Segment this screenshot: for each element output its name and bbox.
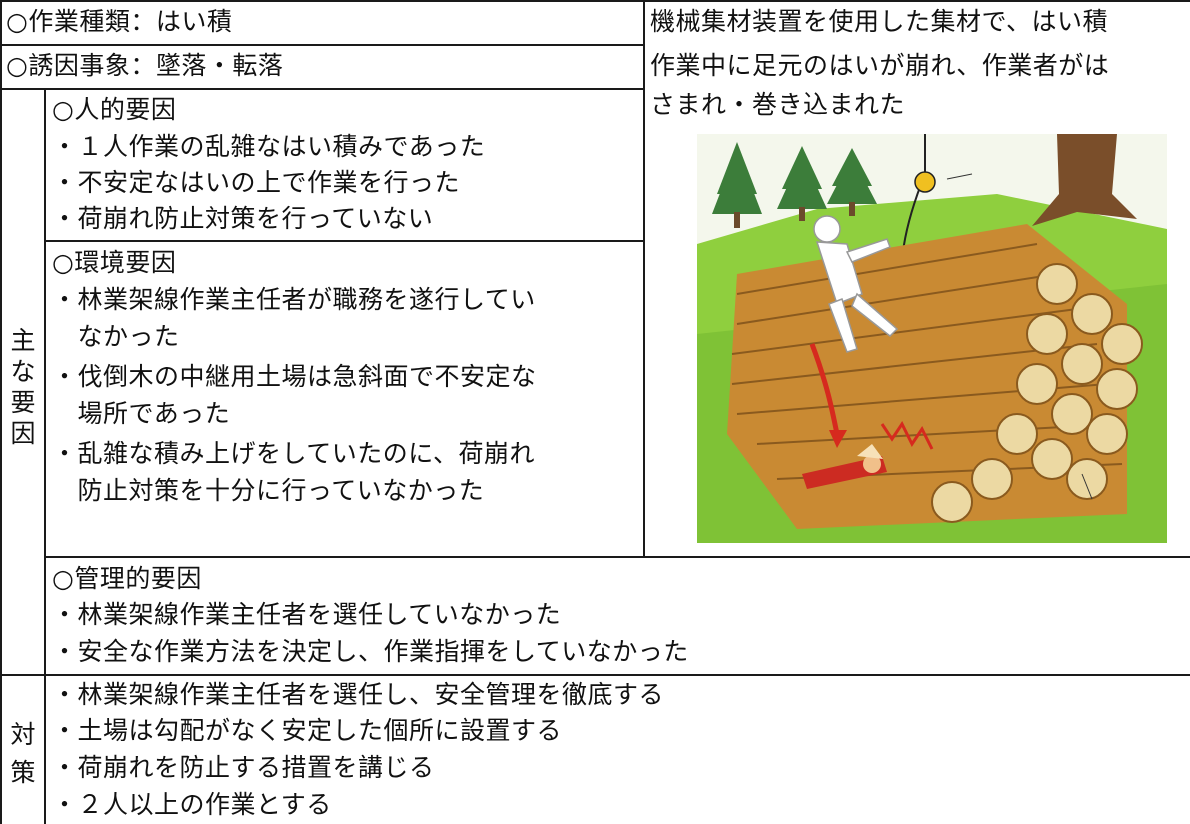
human-factors-heading: ○人的要因 (52, 95, 177, 124)
trapped-worker (802, 444, 887, 489)
environment-factor-line: ・乱雑な積み上げをしていたのに、荷崩れ (52, 439, 536, 468)
divider-row2 (0, 88, 645, 90)
countermeasure-item: ・土場は勾配がなく安定した個所に設置する (52, 716, 563, 745)
pulley (914, 171, 936, 193)
table-border-top (0, 0, 1190, 2)
management-factor-item: ・林業架線作業主任者を選任していなかった (52, 600, 562, 629)
countermeasure-item: ・荷崩れを防止する措置を講じる (52, 753, 435, 782)
divider-human-env (44, 240, 645, 242)
tree-trunk (1032, 134, 1137, 226)
divider-row1 (0, 44, 645, 46)
label-leader (946, 173, 973, 180)
countermeasure-item: ・２人以上の作業とする (52, 790, 332, 819)
log-ends (931, 263, 1143, 523)
accident-type: ○誘因事象：墜落・転落 (6, 51, 284, 80)
divider-factors-measures (0, 674, 1190, 676)
fall-arrowhead (829, 430, 847, 448)
environment-factors-heading: ○環境要因 (52, 248, 177, 277)
management-factor-item: ・安全な作業方法を決定し、作業指揮をしていなかった (52, 637, 689, 666)
description-line-2: 作業中に足元のはいが崩れ、作業者がは (650, 51, 1110, 80)
conifer-trees (712, 142, 877, 228)
accident-illustration (697, 134, 1167, 543)
countermeasures-label: 対 策 (10, 720, 36, 787)
table-border-left (0, 0, 2, 824)
divider-label-column (44, 88, 46, 824)
description-line-1: 機械集材装置を使用した集材で、はい積 (650, 7, 1109, 36)
environment-factor-line: ・林業架線作業主任者が職務を遂行してい (52, 285, 536, 314)
label-leader (1081, 473, 1093, 500)
environment-factor-line: 場所であった (52, 399, 231, 428)
fall-arrow (809, 343, 840, 435)
main-factors-label: 主 な 要 因 (10, 326, 36, 448)
environment-factor-line: なかった (52, 322, 180, 351)
human-factor-item: ・荷崩れ防止対策を行っていない (52, 204, 434, 233)
human-factor-item: ・１人作業の乱雑なはい積みであった (52, 132, 486, 161)
environment-factor-line: ・伐倒木の中継用土場は急斜面で不安定な (52, 362, 537, 391)
divider-env-management (44, 556, 1190, 558)
worker-figure (813, 215, 899, 353)
countermeasure-item: ・林業架線作業主任者を選任し、安全管理を徹底する (52, 680, 665, 709)
work-type: ○作業種類：はい積 (6, 7, 233, 36)
divider-column-image (643, 0, 645, 558)
human-factor-item: ・不安定なはいの上で作業を行った (52, 168, 461, 197)
management-factors-heading: ○管理的要因 (52, 564, 202, 593)
impact-mark (880, 421, 934, 450)
environment-factor-line: 防止対策を十分に行っていなかった (52, 476, 485, 505)
description-line-3: さまれ・巻き込まれた (650, 90, 906, 119)
